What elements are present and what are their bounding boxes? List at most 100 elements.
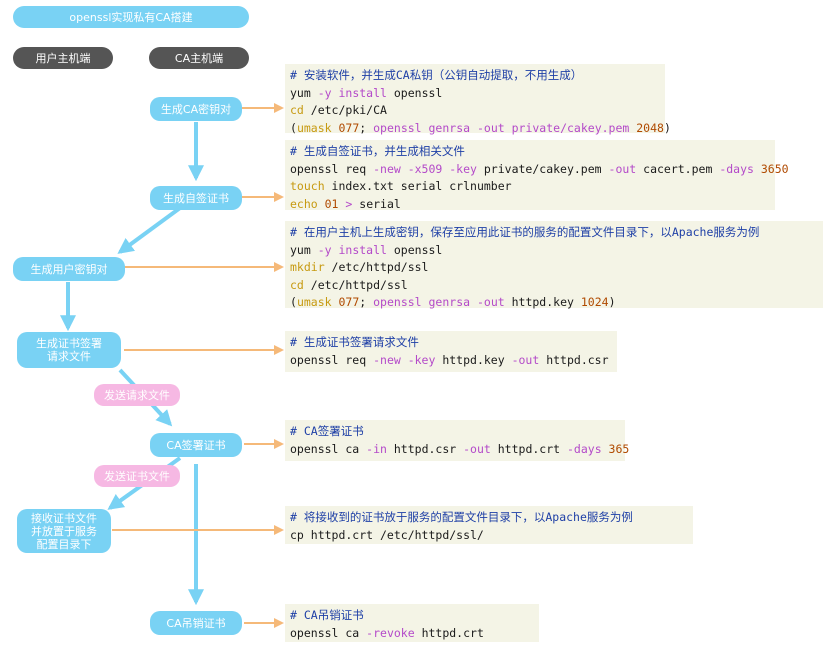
code-line: cp httpd.crt /etc/httpd/ssl/ (290, 527, 688, 545)
code-token: touch (290, 179, 325, 193)
code-token: -out (608, 161, 637, 176)
code-line: (umask 077; openssl genrsa -out httpd.ke… (290, 294, 818, 312)
code-line: # CA吊销证书 (290, 607, 534, 625)
step-user-keypair: 生成用户密钥对 (13, 257, 125, 281)
code-token: httpd.key (435, 352, 512, 367)
code-block-user-key: # 在用户主机上生成密钥，保存至应用此证书的服务的配置文件目录下，以Apache… (285, 221, 823, 309)
code-token: cp httpd.crt /etc/httpd/ssl/ (290, 527, 484, 542)
code-token: serial (352, 196, 401, 211)
step-ca-revoke: CA吊销证书 (150, 611, 242, 635)
code-block-install-cert: # 将接收到的证书放于服务的配置文件目录下，以Apache服务为例 cp http… (285, 506, 693, 544)
code-block-ca-sign: # CA签署证书 openssl ca -in httpd.csr -out ht… (285, 420, 629, 461)
code-token: -revoke (366, 625, 415, 640)
code-line: cd /etc/httpd/ssl (290, 277, 818, 295)
code-token: /etc/httpd/ssl (324, 260, 429, 274)
code-line: (umask 077; openssl genrsa -out private/… (290, 120, 671, 138)
code-line: yum -y install openssl (290, 85, 660, 103)
code-block-revoke: # CA吊销证书 openssl ca -revoke httpd.crt (285, 604, 539, 642)
code-comment: # 在用户主机上生成密钥，保存至应用此证书的服务的配置文件目录下，以Apache… (290, 225, 760, 239)
code-token: -days (719, 161, 754, 176)
code-comment: # 安装软件，并生成CA私钥（公钥自动提取，不用生成） (290, 68, 583, 82)
code-token: mkdir (290, 260, 325, 274)
code-token: openssl (386, 242, 443, 257)
code-comment: # CA签署证书 (290, 424, 364, 438)
code-comment: # 将接收到的证书放于服务的配置文件目录下，以Apache服务为例 (290, 510, 633, 524)
code-token: index.txt serial crlnumber (324, 179, 512, 193)
code-token: 365 (601, 441, 630, 456)
code-token: -out (511, 352, 540, 367)
code-token: httpd.csr (539, 352, 609, 367)
code-token: cd (290, 277, 304, 292)
code-token: -days (567, 441, 602, 456)
code-line: openssl req -new -key httpd.key -out htt… (290, 352, 612, 370)
step-ca-sign: CA签署证书 (150, 433, 242, 457)
code-token: httpd.crt (490, 441, 567, 456)
arrow-selfsigned-to-userkey (117, 206, 182, 254)
code-token: -y install (317, 85, 387, 100)
code-token: ( (290, 120, 297, 135)
step-receive-cert: 接收证书文件 并放置于服务 配置目录下 (17, 509, 111, 553)
code-token: umask (296, 295, 332, 309)
code-token: private/cakey.pem (476, 161, 609, 176)
code-line: # 生成证书签署请求文件 (290, 334, 612, 352)
code-token: cd (290, 103, 304, 117)
code-token: httpd.csr (386, 441, 464, 456)
code-line: yum -y install openssl (290, 242, 818, 260)
code-comment: # 生成证书签署请求文件 (290, 335, 419, 349)
code-token: -new -key (373, 352, 436, 367)
code-token: httpd.crt (414, 625, 484, 640)
code-token: openssl genrsa (373, 295, 471, 309)
code-token: -y install (317, 242, 387, 257)
code-token: openssl genrsa (373, 120, 471, 135)
code-token: -out (463, 441, 491, 456)
code-token: -in (366, 441, 387, 456)
code-line: openssl req -new -x509 -key private/cake… (290, 161, 789, 179)
code-token: echo (290, 196, 318, 211)
code-token: 077 (331, 295, 360, 309)
step-csr: 生成证书签署 请求文件 (17, 332, 121, 368)
code-token: -out (470, 295, 505, 309)
transfer-send-cert: 发送证书文件 (94, 465, 180, 487)
code-token: yum (290, 85, 318, 100)
code-line: # 生成自签证书，并生成相关文件 (290, 143, 770, 161)
code-token: ) (663, 120, 671, 135)
code-token: /etc/pki/CA (303, 103, 387, 117)
code-line: echo 01 > serial (290, 196, 770, 214)
code-token: -out (470, 120, 505, 135)
step-ca-keypair: 生成CA密钥对 (150, 97, 242, 121)
code-line: # 在用户主机上生成密钥，保存至应用此证书的服务的配置文件目录下，以Apache… (290, 224, 818, 242)
code-token: openssl (386, 85, 443, 100)
code-line: # CA签署证书 (290, 423, 620, 441)
code-token: openssl ca (290, 441, 367, 456)
code-line: openssl ca -in httpd.csr -out httpd.crt … (290, 441, 629, 459)
code-line: mkdir /etc/httpd/ssl (290, 259, 818, 277)
code-line: # 将接收到的证书放于服务的配置文件目录下，以Apache服务为例 (290, 509, 688, 527)
code-token: ( (290, 295, 297, 309)
code-token: -new -x509 -key (373, 161, 477, 176)
code-token: umask (296, 120, 332, 135)
code-line: touch index.txt serial crlnumber (290, 178, 770, 196)
code-token: ; (359, 295, 374, 309)
transfer-send-request: 发送请求文件 (94, 384, 180, 406)
code-block-csr: # 生成证书签署请求文件 openssl req -new -key httpd.… (285, 331, 617, 372)
code-token: yum (290, 242, 318, 257)
code-token: 01 (317, 196, 346, 211)
code-token: 3650 (753, 161, 789, 176)
code-token: > (345, 196, 353, 211)
code-block-self-signed-cert: # 生成自签证书，并生成相关文件 openssl req -new -x509 -… (285, 140, 789, 211)
code-comment: # CA吊销证书 (290, 608, 364, 622)
code-token: /etc/httpd/ssl (303, 277, 408, 292)
code-line: openssl ca -revoke httpd.crt (290, 625, 534, 643)
code-token: 077 (331, 120, 360, 135)
diagram-title: openssl实现私有CA搭建 (13, 6, 249, 28)
code-line: cd /etc/pki/CA (290, 102, 660, 120)
code-token: private/cakey.pem (504, 120, 637, 135)
code-token: openssl req (290, 161, 374, 176)
code-token: httpd.key (504, 295, 581, 309)
code-comment: # 生成自签证书，并生成相关文件 (290, 144, 465, 158)
code-token: openssl req (290, 352, 374, 367)
code-token: ) (608, 295, 616, 309)
code-token: ; (359, 120, 374, 135)
user-host-header: 用户主机端 (13, 47, 113, 69)
code-line: # 安装软件，并生成CA私钥（公钥自动提取，不用生成） (290, 67, 660, 85)
